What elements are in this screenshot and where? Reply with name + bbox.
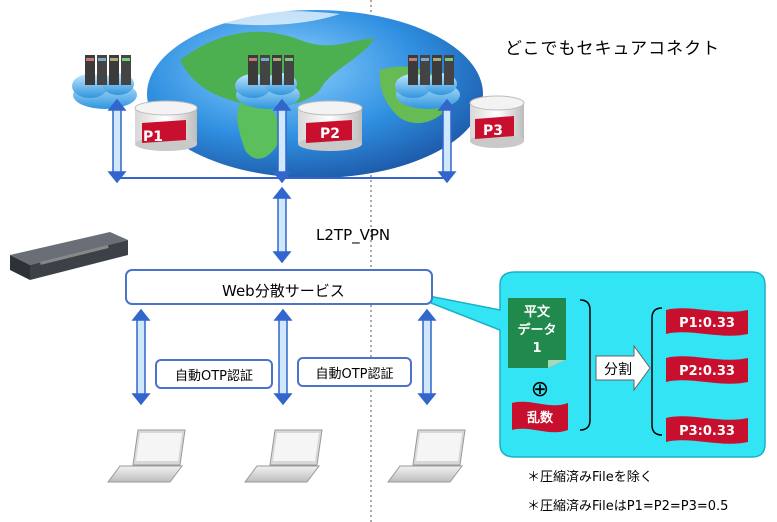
server-cloud-2 — [235, 55, 300, 109]
split-arrow — [595, 344, 651, 392]
share-label-p2: P2:0.33 — [679, 364, 735, 379]
otp-label-2: 自動OTP認証 — [315, 366, 394, 382]
plaintext-line-3: 1 — [532, 341, 541, 356]
pipe-vpn — [272, 186, 292, 264]
otp-label-1: 自動OTP認証 — [174, 368, 253, 384]
plaintext-document — [508, 298, 566, 368]
right-bracket — [651, 307, 663, 436]
pipe-cloud-1 — [107, 98, 127, 184]
pipe-client-2 — [273, 308, 293, 406]
pipe-client-3 — [417, 308, 437, 406]
share-label-p3: P3:0.33 — [679, 424, 735, 439]
xor-symbol: ⊕ — [531, 377, 549, 402]
plaintext-line-2: データ — [517, 322, 556, 338]
random-flag — [512, 401, 568, 433]
storage-disk-p2 — [297, 100, 363, 151]
note-2: ＊圧縮済みFileはP1=P2=P3=0.5 — [527, 499, 729, 514]
share-flag-p2 — [666, 356, 748, 384]
otp-box-1: 自動OTP認証 — [155, 359, 273, 389]
storage-label-p3: P3 — [483, 123, 503, 139]
server-cloud-1 — [72, 55, 137, 109]
laptop-icon-2 — [244, 429, 323, 483]
note-1: ＊圧縮済みFileを除く — [527, 470, 653, 485]
left-bracket — [579, 299, 591, 431]
share-flag-p3 — [666, 416, 748, 444]
web-service-box — [125, 269, 433, 305]
pipe-client-1 — [131, 308, 151, 406]
pipe-cloud-2 — [272, 98, 292, 184]
otp-box-2: 自動OTP認証 — [297, 357, 412, 387]
vpn-label: L2TP_VPN — [316, 226, 391, 244]
random-label: 乱数 — [527, 410, 554, 426]
web-service-label: Web分散サービス — [222, 282, 345, 300]
storage-disk-p3 — [469, 95, 525, 148]
server-cloud-3 — [395, 55, 460, 109]
storage-disk-p1 — [134, 100, 198, 151]
globe-icon — [147, 10, 483, 178]
storage-label-p2: P2 — [320, 126, 340, 142]
plaintext-line-1: 平文 — [524, 304, 551, 320]
share-label-p1: P1:0.33 — [679, 316, 735, 331]
share-flag-p1 — [666, 308, 748, 336]
tagline: どこでもセキュアコネクト — [505, 39, 721, 59]
pipe-cloud-3 — [437, 98, 457, 184]
laptop-icon-3 — [387, 429, 466, 483]
rack-server-icon — [10, 232, 128, 280]
storage-label-p1: P1 — [143, 129, 163, 145]
laptop-icon-1 — [107, 429, 186, 483]
split-label: 分割 — [604, 361, 632, 378]
